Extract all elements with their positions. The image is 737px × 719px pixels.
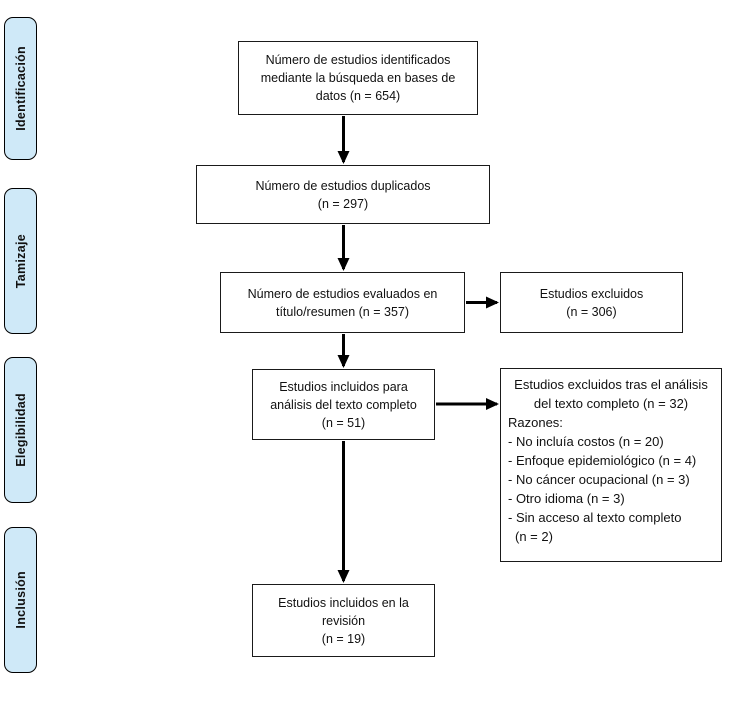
box-text-line: (n = 51): [321, 415, 366, 430]
reason-item: - Sin acceso al texto completo: [508, 510, 682, 525]
stage-label-inclusion: Inclusión: [4, 527, 37, 673]
box-text-line: análisis del texto completo: [270, 397, 417, 412]
reason-item: - No cáncer ocupacional (n = 3): [508, 472, 690, 487]
box-studies-excluded-screening: Estudios excluidos (n = 306): [500, 272, 683, 333]
box-studies-included-review: Estudios incluidos en la revisión (n = 1…: [252, 584, 435, 657]
box-studies-screened: Número de estudios evaluados en título/r…: [220, 272, 465, 333]
box-studies-fulltext-analysis: Estudios incluidos para análisis del tex…: [252, 369, 435, 440]
stage-label-tamizaje: Tamizaje: [4, 188, 37, 334]
stage-label-text: Elegibilidad: [13, 393, 28, 467]
box-text-line: Estudios incluidos en la: [278, 595, 409, 610]
box-text-line: datos (n = 654): [315, 89, 401, 103]
box-text-line: (n = 297): [317, 196, 369, 211]
reason-item-continuation: (n = 2): [515, 529, 553, 544]
reason-item: - Enfoque epidemiológico (n = 4): [508, 453, 697, 468]
box-text-line: Número de estudios identificados: [265, 53, 451, 67]
reason-item: - No incluía costos (n = 20): [508, 434, 664, 449]
box-text-line: Número de estudios duplicados: [255, 178, 431, 193]
stage-label-text: Identificación: [13, 46, 28, 131]
stage-label-elegibilidad: Elegibilidad: [4, 357, 37, 503]
box-text-line: Estudios incluidos para: [279, 379, 408, 394]
box-studies-duplicated: Número de estudios duplicados (n = 297): [196, 165, 490, 224]
box-text-line: Número de estudios evaluados en: [247, 286, 438, 301]
box-studies-excluded-fulltext: Estudios excluidos tras el análisis del …: [500, 368, 722, 562]
box-text-line: (n = 306): [566, 304, 617, 319]
reason-item: - Otro idioma (n = 3): [508, 491, 625, 506]
box-studies-identified: Número de estudios identificados mediant…: [238, 41, 478, 115]
box-text-line: Estudios excluidos: [539, 286, 644, 301]
stage-label-text: Tamizaje: [13, 233, 28, 289]
box-text-line: (n = 19): [321, 631, 366, 646]
stage-label-identificacion: Identificación: [4, 17, 37, 160]
box-text-line: del texto completo (n = 32): [533, 396, 689, 411]
box-text-line: Estudios excluidos tras el análisis: [514, 377, 708, 392]
box-text-line: título/resumen (n = 357): [275, 304, 410, 319]
box-text-line: mediante la búsqueda en bases de: [260, 71, 456, 85]
stage-label-text: Inclusión: [13, 571, 28, 629]
box-text-line: revisión: [321, 613, 366, 628]
reasons-label: Razones:: [508, 415, 563, 430]
